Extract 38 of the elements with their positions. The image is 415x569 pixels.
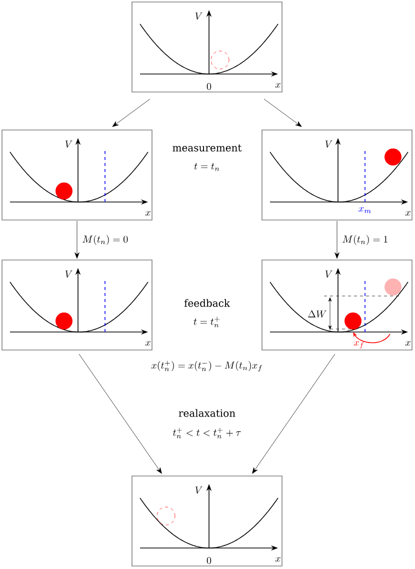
axis-label: $x$	[275, 83, 280, 88]
axis-label: $V$	[325, 270, 332, 278]
plot-panel	[262, 130, 412, 220]
axis-label: $\Delta W$	[308, 310, 326, 318]
edge-label: $M(t_n) = 1$	[342, 235, 388, 245]
annotation-text: $t = t_n$	[194, 163, 220, 171]
plot-panel	[132, 2, 282, 92]
arrow	[74, 220, 80, 259]
axis-label: $V$	[65, 140, 72, 148]
annotation-text: $x(t_n^+) = x(t_n^-) - M(t_n) x_f$	[151, 360, 262, 372]
annotation-text: $t_n^+ < t < t_n^+ + \tau$	[172, 428, 241, 438]
annotation-text: measurement	[172, 144, 242, 152]
plot-panel	[2, 130, 152, 220]
axis-label: $V$	[195, 12, 202, 20]
axis-label: $x$	[275, 557, 280, 562]
annotation-text: feedback	[184, 299, 230, 307]
axis-label: $0$	[206, 82, 212, 90]
axis-label: $x$	[405, 211, 410, 216]
axis-label: $V$	[65, 270, 72, 278]
axis-label: $x_m$	[358, 207, 371, 214]
plot-panel	[262, 260, 412, 350]
plot-panel	[132, 476, 282, 566]
arrow	[264, 98, 302, 127]
arrow	[252, 354, 336, 474]
axis-label: $V$	[195, 486, 202, 494]
arrow	[78, 354, 162, 474]
axis-label: $V$	[325, 140, 332, 148]
axis-label: $x$	[145, 211, 150, 216]
arrow	[112, 98, 150, 127]
axis-label: $x_f$	[354, 341, 364, 348]
arrow	[334, 220, 340, 259]
annotation-text: $t = t_n^+$	[194, 316, 220, 328]
annotation-text: realaxation	[178, 409, 236, 417]
axis-label: $x$	[405, 341, 410, 346]
plot-panel	[2, 260, 152, 350]
axis-label: $x$	[145, 341, 150, 346]
edge-label: $M(t_n) = 0$	[82, 235, 128, 245]
axis-label: $0$	[206, 556, 212, 564]
